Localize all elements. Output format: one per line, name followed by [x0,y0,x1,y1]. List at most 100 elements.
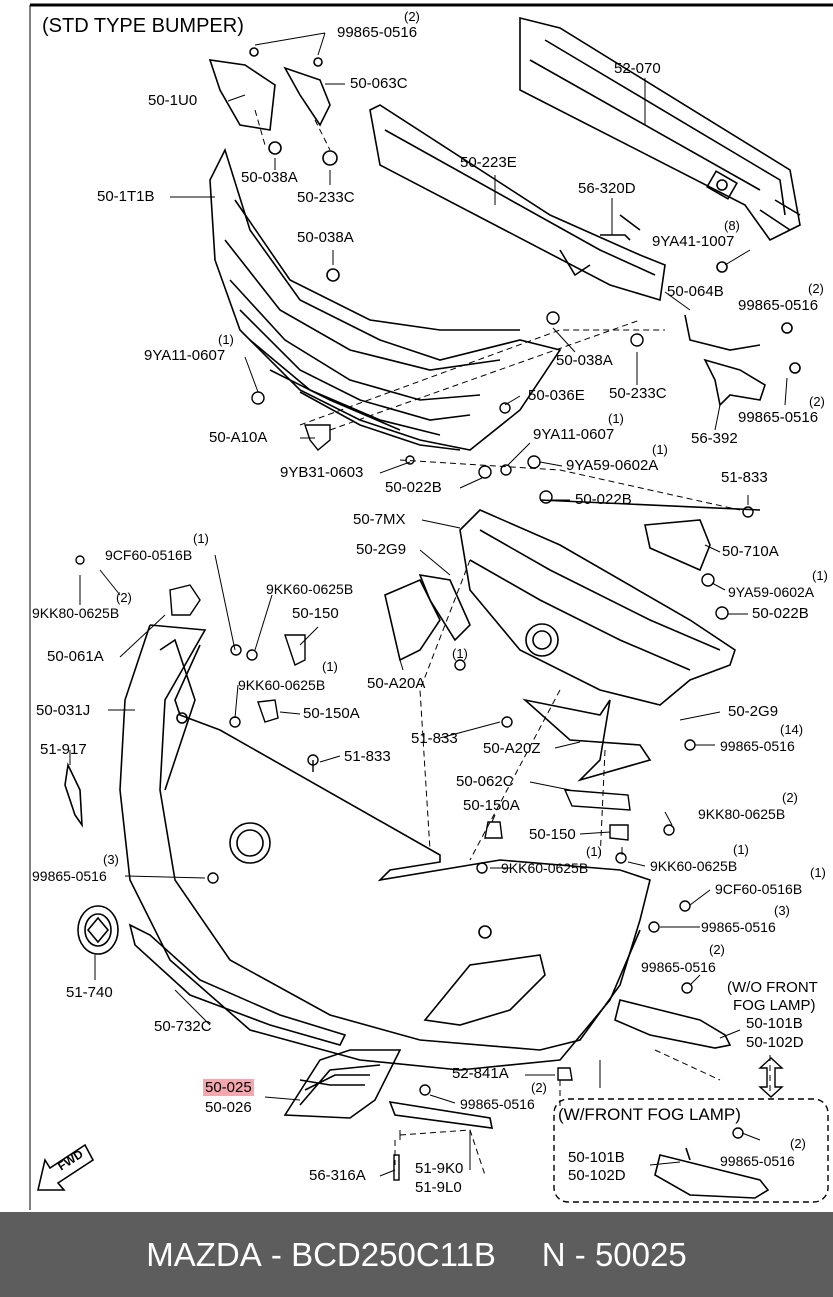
quantity-label: (14) [780,722,804,737]
callout-label[interactable]: 50-102D [568,1167,626,1184]
callout-label[interactable]: 50-064B [667,283,724,300]
callout-label[interactable]: 50-A20A [367,675,426,692]
callout-label-highlighted[interactable]: 50-025 [203,1079,254,1096]
callout-label[interactable]: 50-102D [746,1034,804,1051]
callout-label[interactable]: 50-022B [575,491,632,508]
quantity-label: (1) [733,842,749,857]
callout-label[interactable]: 50-031J [36,702,91,719]
callout-label[interactable]: 50-7MX [353,511,406,528]
callout-label[interactable]: 51-9K0 [415,1160,464,1177]
callout-label[interactable]: 99865-0516 [738,409,819,426]
callout-label[interactable]: 99865-0516 [738,297,819,314]
callout-label[interactable]: 56-316A [309,1167,366,1184]
callout-label[interactable]: 99865-0516 [460,1096,535,1112]
wo-fog-lamp-note-line2: FOG LAMP) [733,997,816,1014]
dashed-guides [254,109,771,1176]
callout-label[interactable]: 50-2G9 [356,541,407,558]
callout-label[interactable]: 50-061A [47,648,104,665]
callout-label[interactable]: 99865-0516 [720,738,795,754]
callout-label[interactable]: 9YA59-0602A [566,457,659,474]
callout-label[interactable]: 50-1U0 [148,92,198,109]
callout-label[interactable]: 52-841A [452,1065,509,1082]
callout-label[interactable]: 51-917 [40,741,87,758]
callout-label[interactable]: 9CF60-0516B [105,547,193,563]
callout-label[interactable]: 50-022B [385,479,442,496]
callout-label[interactable]: 51-9L0 [415,1179,462,1196]
callout-label[interactable]: 56-320D [578,180,636,197]
callout-label[interactable]: 9KK60-0625B [238,677,326,693]
fog-lamp-option-box [553,1098,829,1203]
callout-label[interactable]: 9KK80-0625B [32,605,120,621]
callout-label[interactable]: 99865-0516 [701,919,776,935]
fog-lamp-cover-drawing [283,999,770,1199]
callout-label[interactable]: 50-223E [460,154,517,171]
callout-label[interactable]: 50-038A [241,169,298,186]
lower-lip-drawing [128,923,347,1046]
quantity-label: (1) [193,531,209,546]
footer-part-number: BCD250C11B [291,1235,496,1273]
quantity-label: (1) [586,844,602,859]
callout-label[interactable]: 99865-0516 [32,868,107,884]
quantity-label: (2) [404,9,420,24]
callout-label[interactable]: 9YA59-0602A [728,584,815,600]
callout-label[interactable]: 50-A10A [209,429,268,446]
callout-label[interactable]: 50-063C [350,75,408,92]
callout-label[interactable]: 9YB31-0603 [280,464,364,481]
upper-brackets-drawing [208,47,340,282]
quantity-label: (8) [724,218,740,233]
ornament-drawing [64,762,83,828]
callout-label[interactable]: 50-732C [154,1018,212,1035]
footer-catalog-ref: N - 50025 [541,1235,687,1273]
quantity-label: (2) [790,1136,806,1151]
callout-label[interactable]: 51-740 [66,984,113,1001]
callout-label[interactable]: 50-026 [205,1099,252,1116]
callout-label[interactable]: 9KK60-0625B [501,860,589,876]
callout-label[interactable]: 50-233C [297,189,355,206]
quantity-label: (1) [322,659,338,674]
callout-label[interactable]: 50-062C [456,773,514,790]
callout-label[interactable]: 50-150A [303,705,360,722]
quantity-label: (2) [809,394,825,409]
callout-label[interactable]: 56-392 [691,430,738,447]
callout-label[interactable]: 50-038A [297,229,354,246]
callout-label[interactable]: 9KK60-0625B [650,858,738,874]
callout-label[interactable]: 50-A20Z [483,740,541,757]
callout-label[interactable]: 9CF60-0516B [715,881,803,897]
callout-label[interactable]: 9KK60-0625B [266,581,354,597]
callout-label[interactable]: 50-150A [463,797,520,814]
highlighted-part-number[interactable]: 50-025 [203,1079,254,1096]
callout-label[interactable]: 9YA11-0607 [144,347,226,364]
callout-label[interactable]: 50-150 [292,605,339,622]
callout-label[interactable]: 9YA11-0607 [533,426,615,443]
callout-label[interactable]: 50-150 [529,826,576,843]
callout-label[interactable]: 50-101B [568,1149,625,1166]
callout-label[interactable]: 99865-0516 [337,24,418,41]
quantity-label: (1) [608,411,624,426]
callout-label[interactable]: 9YA41-1007 [652,233,735,250]
callout-label[interactable]: 50-2G9 [728,703,779,720]
callout-label[interactable]: 50-233C [609,385,667,402]
callout-label[interactable]: 50-038A [556,352,613,369]
quantity-label: (3) [774,903,790,918]
callout-label[interactable]: 52-070 [614,60,661,77]
part-info-footer: MAZDA - BCD250C11B N - 50025 [0,1212,833,1297]
lower-support-drawing [459,499,761,706]
callout-label[interactable]: 50-101B [746,1015,803,1032]
callout-label[interactable]: 51-833 [344,748,391,765]
callout-label[interactable]: 50-1T1B [97,188,155,205]
callout-label[interactable]: 99865-0516 [641,959,716,975]
callout-label[interactable]: 50-036E [528,387,585,404]
callout-label[interactable]: 50-022B [752,605,809,622]
callout-label[interactable]: 99865-0516 [720,1153,795,1169]
side-bracket-right-drawing [600,214,801,407]
quantity-label: (1) [218,332,234,347]
footer-separator: - [261,1235,292,1273]
quantity-label: (1) [810,865,826,880]
callout-label[interactable]: 9KK80-0625B [698,806,786,822]
footer-brand: MAZDA [146,1235,262,1273]
w-fog-lamp-note: (W/FRONT FOG LAMP) [558,1105,741,1124]
callout-label[interactable]: 50-710A [722,543,779,560]
quantity-label: (3) [103,852,119,867]
callout-label[interactable]: 51-833 [721,469,768,486]
callout-label[interactable]: 51-833 [411,730,458,747]
